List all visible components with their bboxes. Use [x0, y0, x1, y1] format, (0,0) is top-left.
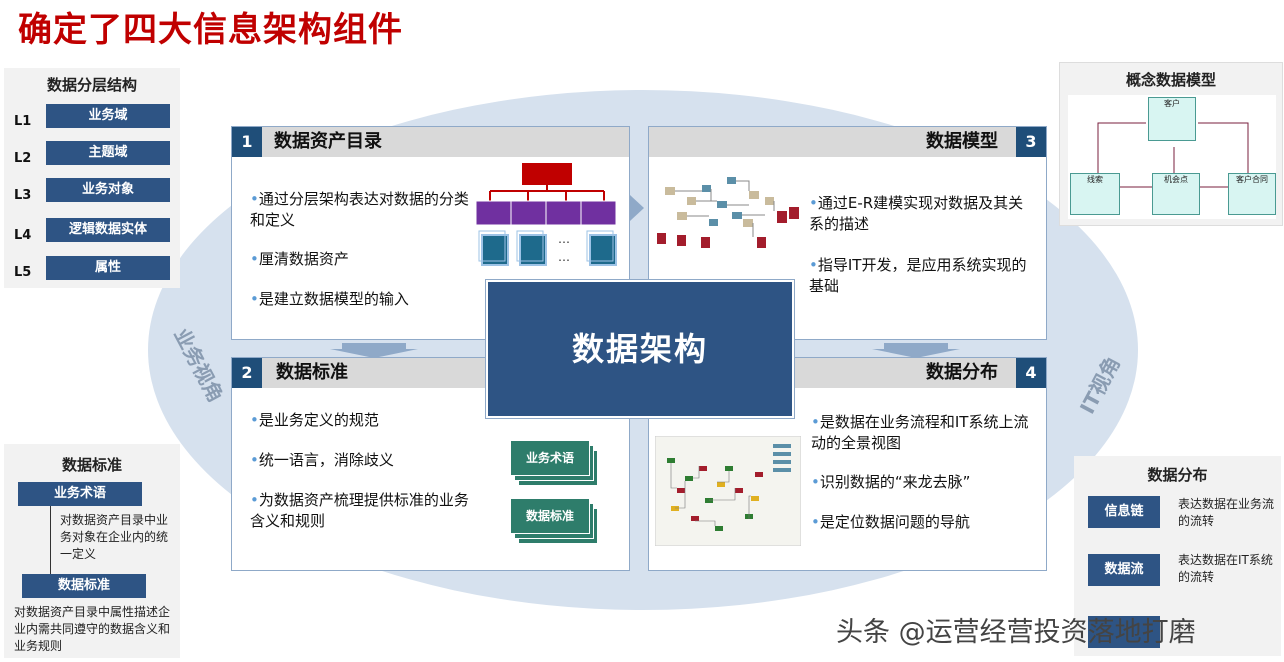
panel-number: 1 [232, 127, 262, 157]
layer-level: L2 [14, 151, 32, 166]
bullet-item: •是定位数据问题的导航 [811, 513, 970, 531]
arrow-right-icon [630, 195, 644, 221]
info-chain-desc: 表达数据在业务流的流转 [1178, 497, 1275, 528]
layer-label: 业务域 [46, 104, 170, 128]
layer-label: 业务对象 [46, 178, 170, 202]
data-architecture-center: 数据架构 [486, 280, 794, 418]
distribution-box-title: 数据分布 [1147, 466, 1208, 484]
data-flow-label: 数据流 [1088, 554, 1160, 586]
panel-header [232, 127, 629, 157]
card-stack-business-term: 业务术语 [510, 440, 598, 486]
concept-box-title: 概念数据模型 [1125, 71, 1216, 89]
panel-header [649, 127, 1046, 157]
layer-level: L4 [14, 228, 32, 243]
entity-customer: 客户 [1148, 97, 1196, 141]
entity-customer-contract: 客户合同 [1228, 173, 1276, 215]
entity-opportunity: 机会点 [1152, 173, 1200, 215]
bullet-item: •厘清数据资产 [250, 250, 349, 268]
panel-title: 数据标准 [276, 362, 348, 383]
layer-label: 主题域 [46, 141, 170, 165]
layer-level: L5 [14, 265, 32, 280]
panel-data-distribution: 4 数据分布 •是数据在业务流程和IT系统上流动的全景视图 •识别数据的“来龙去… [648, 357, 1047, 571]
info-chain-label: 信息链 [1088, 496, 1160, 528]
arrow-down-left-icon [330, 343, 418, 358]
panel-number: 2 [232, 358, 262, 388]
bullet-item: •是业务定义的规范 [250, 411, 379, 429]
bullet-item: •识别数据的“来龙去脉” [811, 473, 971, 491]
data-distribution-box: 数据分布 信息链 表达数据在业务流的流转 数据流 表达数据在IT系统的流转 [1074, 456, 1281, 656]
layer-label: 属性 [46, 256, 170, 280]
er-model-illustration [657, 177, 799, 248]
layer-level: L3 [14, 188, 32, 203]
layer-level: L1 [14, 114, 32, 129]
svg-text:…: … [558, 232, 570, 246]
bullet-item: •是数据在业务流程和IT系统上流动的全景视图 [811, 413, 1029, 452]
panel-title: 数据模型 [926, 131, 998, 152]
panel-number: 4 [1016, 358, 1046, 388]
bullet-item: •为数据资产梳理提供标准的业务含义和规则 [250, 491, 469, 530]
layer-label: 逻辑数据实体 [46, 218, 170, 242]
data-standard-box: 数据标准 业务术语 对数据资产目录中业务对象在企业内的统一定义 数据标准 对数据… [4, 444, 180, 658]
bullet-item: •通过分层架构表达对数据的分类和定义 [250, 190, 469, 229]
data-flow-desc: 表达数据在IT系统的流转 [1178, 553, 1273, 584]
data-flow-map-illustration [655, 436, 801, 546]
business-term-desc: 对数据资产目录中业务对象在企业内的统一定义 [60, 513, 169, 561]
entity-lead: 线索 [1070, 173, 1120, 215]
card-label: 数据标准 [510, 498, 590, 534]
business-term-label: 业务术语 [18, 482, 142, 506]
bullet-item: •指导IT开发，是应用系统实现的基础 [809, 256, 1027, 295]
panel-title: 数据分布 [926, 362, 998, 383]
bullet-item: •是建立数据模型的输入 [250, 290, 409, 308]
concept-data-model-box: 概念数据模型 客户 线索 机会点 客户合同 [1059, 62, 1283, 226]
card-label: 业务术语 [510, 440, 590, 476]
panel-number: 3 [1016, 127, 1046, 157]
standard-box-title: 数据标准 [61, 456, 122, 474]
data-layer-structure-box: 数据分层结构 L1 业务域 L2 主题域 L3 业务对象 L4 逻辑数据实体 L… [4, 68, 180, 288]
bullet-item: •统一语言，消除歧义 [250, 451, 394, 469]
data-standard-label: 数据标准 [22, 574, 146, 598]
arrow-down-right-icon [872, 343, 960, 358]
svg-text:…: … [558, 250, 570, 264]
concept-relations [1097, 122, 1249, 188]
page-title: 确定了四大信息架构组件 [18, 10, 403, 50]
bullet-item: •通过E-R建模实现对数据及其关系的描述 [809, 194, 1024, 233]
panel-title: 数据资产目录 [274, 131, 382, 152]
card-stack-data-standard: 数据标准 [510, 498, 598, 544]
hierarchy-illustration: … … [476, 163, 617, 266]
layer-box-title: 数据分层结构 [46, 76, 137, 94]
watermark: 头条 @运营经营投资落地打磨 [836, 617, 1196, 648]
panel-data-standard: 2 数据标准 •是业务定义的规范 •统一语言，消除歧义 •为数据资产梳理提供标准… [231, 357, 630, 571]
data-standard-desc: 对数据资产目录中属性描述企业内需共同遵守的数据含义和业务规则 [14, 605, 171, 653]
